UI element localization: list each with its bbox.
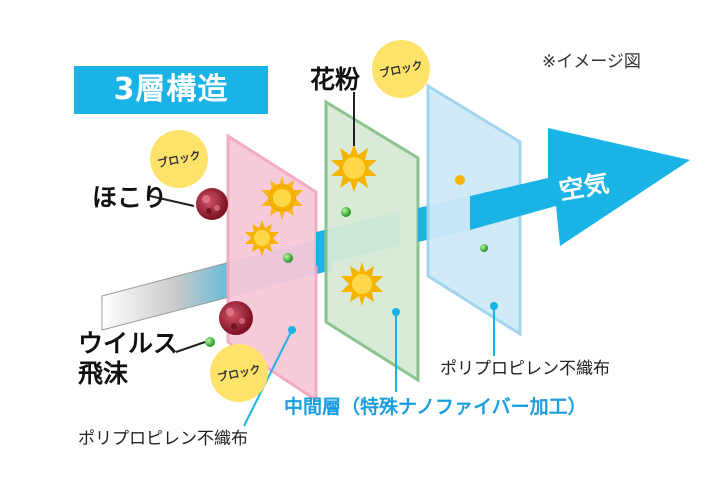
virus-leader-line <box>175 341 206 353</box>
virus-particle <box>480 244 488 252</box>
title-banner: 3層構造 <box>74 66 268 114</box>
pollen-particle <box>245 220 279 256</box>
dust-leader-line <box>149 195 195 207</box>
left-layer-leader-dot <box>288 326 296 334</box>
dust-label: ほこり <box>92 183 168 212</box>
virus-label-line1: ウイルス <box>78 329 179 358</box>
pollen-particle <box>261 176 303 220</box>
virus-label-line2: 飛沫 <box>78 359 129 388</box>
middle-layer-leader-dot <box>392 308 400 316</box>
right-layer-leader-dot <box>490 302 498 310</box>
layer-right-caption: ポリプロピレン不織布 <box>440 359 610 379</box>
layer-middle-panel <box>324 99 420 383</box>
dust-particle <box>196 188 228 220</box>
virus-particle <box>341 207 351 217</box>
air-arrow <box>470 128 690 246</box>
layer-middle-caption: 中間層（特殊ナノファイバー加工） <box>284 396 587 418</box>
virus-particle <box>205 337 215 347</box>
dust-particle <box>219 301 253 335</box>
pollen-particle <box>455 175 465 185</box>
pollen-particle <box>331 144 377 192</box>
layer-left-caption: ポリプロピレン不織布 <box>78 429 248 449</box>
virus-particle <box>283 253 293 263</box>
pollen-particle <box>341 262 383 306</box>
image-note: ※イメージ図 <box>542 52 641 72</box>
pollen-label: 花粉 <box>310 65 361 94</box>
left-layer-leader-line <box>243 329 293 427</box>
